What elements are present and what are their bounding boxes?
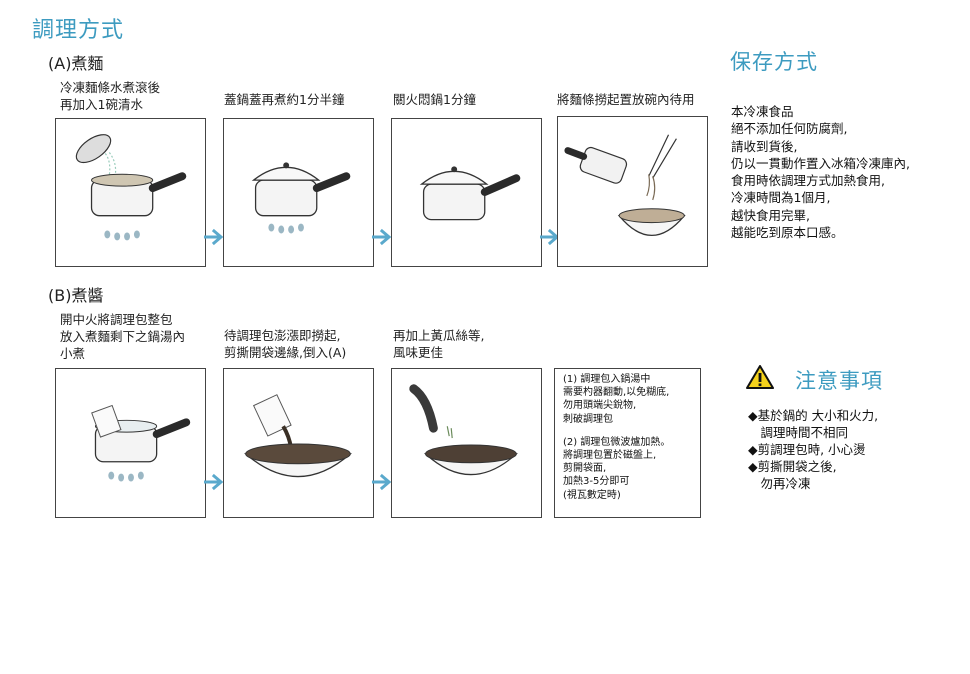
step-b3-line: 風味更佳 xyxy=(393,345,444,360)
arrow-right-icon xyxy=(371,228,394,250)
note-line: 剪開袋面, xyxy=(563,463,607,475)
step-b3-text: 再加上黃瓜絲等, 風味更佳 xyxy=(393,327,484,361)
note-line: (1) 調理包入鍋湯中 xyxy=(563,374,651,385)
arrow-right-icon xyxy=(371,473,394,495)
caution-item: ◆剪調理包時, 小心燙 xyxy=(748,442,866,457)
storage-line: 請收到貨後, xyxy=(731,138,798,154)
note-line: 將調理包置於磁盤上, xyxy=(563,450,657,462)
caution-item: 調理時間不相同 xyxy=(748,425,849,440)
step-a3-line: 關火悶鍋1分鐘 xyxy=(393,92,476,107)
caution-item: 勿再冷凍 xyxy=(748,476,811,491)
storage-line: 冷凍時間為1個月, xyxy=(731,190,831,206)
caution-title: 注意事項 xyxy=(795,369,883,393)
step-b2-text: 待調理包澎漲即撈起, 剪撕開袋邊緣,倒入(A) xyxy=(224,327,346,361)
caution-item: ◆剪撕開袋之後, xyxy=(748,459,837,474)
step-a2-line: 蓋鍋蓋再煮約1分半鐘 xyxy=(224,92,345,107)
step-a1-line: 再加入1碗清水 xyxy=(60,97,143,112)
step-a3-text: 關火悶鍋1分鐘 xyxy=(393,91,476,108)
note-spacer xyxy=(563,426,692,436)
panel-b2-pour-sauce xyxy=(223,368,374,518)
note-line: 勿用頭端尖銳物, xyxy=(563,400,637,412)
step-a4-line: 將麵條撈起置放碗內待用 xyxy=(557,92,695,107)
note-line: 需要杓器翻動,以免糊底, xyxy=(563,387,670,399)
storage-line: 本冷凍食品 xyxy=(731,104,794,119)
step-b1-line: 放入煮麵剩下之鍋湯內 xyxy=(60,329,186,344)
step-b2-line: 剪撕開袋邊緣,倒入(A) xyxy=(224,345,347,360)
note-line: 刺破調理包 xyxy=(563,413,613,425)
note-line: (視瓦數定時) xyxy=(563,489,621,501)
panel-a4-noodles-bowl xyxy=(557,116,708,267)
step-a1-text: 冷凍麵條水煮滾後 再加入1碗清水 xyxy=(60,79,160,113)
caution-item: ◆基於鍋的 大小和火力, xyxy=(748,408,879,423)
storage-line: 食用時依調理方式加熱食用, xyxy=(731,173,885,189)
step-a1-line: 冷凍麵條水煮滾後 xyxy=(60,80,161,95)
storage-text: 本冷凍食品 絕不添加任何防腐劑, 請收到貨後, 仍以一貫動作置入冰箱冷凍庫內, … xyxy=(731,103,910,241)
caution-list: ◆基於鍋的 大小和火力, 調理時間不相同 ◆剪調理包時, 小心燙 ◆剪撕開袋之後… xyxy=(748,407,878,492)
panel-a1-pour-water xyxy=(55,118,206,267)
step-a2-text: 蓋鍋蓋再煮約1分半鐘 xyxy=(224,91,344,108)
panel-b1-pouch-pot xyxy=(55,368,206,518)
step-a4-text: 將麵條撈起置放碗內待用 xyxy=(557,91,695,108)
step-b1-line: 小煮 xyxy=(60,346,86,361)
warning-icon xyxy=(746,364,774,390)
storage-line: 仍以一貫動作置入冰箱冷凍庫內, xyxy=(731,155,910,171)
page-title: 調理方式 xyxy=(32,18,125,43)
step-b1-line: 開中火將調理包整包 xyxy=(60,312,173,327)
storage-line: 越能吃到原本口感。 xyxy=(731,225,844,241)
storage-line: 越快食用完畢, xyxy=(731,207,810,223)
panel-b3-add-cucumber xyxy=(391,368,542,518)
section-a-heading: (A)煮麵 xyxy=(48,54,104,73)
storage-title: 保存方式 xyxy=(730,50,818,74)
note-line: 加熱3-5分即可 xyxy=(563,476,630,488)
step-b1-text: 開中火將調理包整包 放入煮麵剩下之鍋湯內 小煮 xyxy=(60,311,185,362)
note-line: (2) 調理包微波爐加熱。 xyxy=(563,436,671,448)
step-b2-line: 待調理包澎漲即撈起, xyxy=(224,328,341,343)
step-b3-line: 再加上黃瓜絲等, xyxy=(393,328,485,343)
panel-a3-heat-off xyxy=(391,118,542,267)
arrow-right-icon xyxy=(203,473,226,495)
section-b-heading: (B)煮醬 xyxy=(48,286,104,305)
storage-line: 絕不添加任何防腐劑, xyxy=(731,121,848,137)
arrow-right-icon xyxy=(203,228,226,250)
cooking-note-box: (1) 調理包入鍋湯中 需要杓器翻動,以免糊底, 勿用頭端尖銳物, 刺破調理包 … xyxy=(554,368,701,518)
panel-a2-lid-pot xyxy=(223,118,374,267)
